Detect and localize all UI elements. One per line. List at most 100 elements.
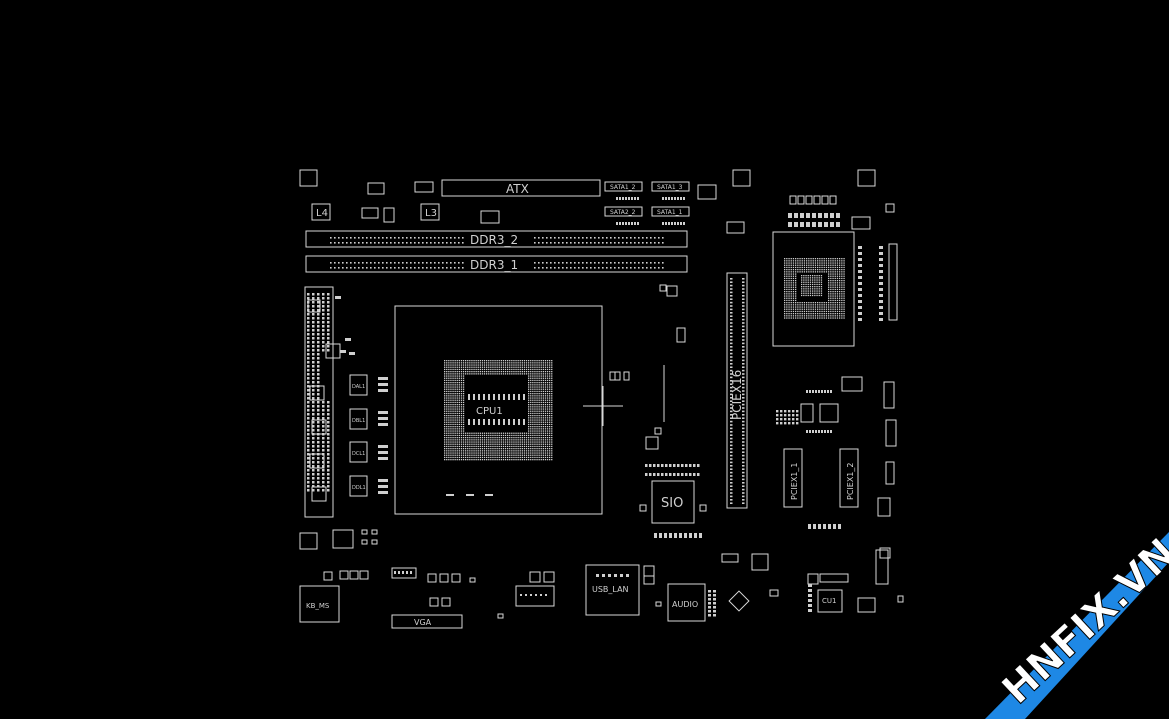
sata1-3-connector[interactable]: [651, 181, 690, 192]
pad: [742, 417, 745, 419]
pad: [742, 451, 745, 453]
pad: [528, 368, 530, 371]
pad: [742, 335, 745, 338]
header-connector[interactable]: [391, 567, 417, 579]
ic-small[interactable]: [383, 207, 395, 223]
pad: [450, 406, 452, 408]
pad: [382, 262, 384, 264]
crystal-diamond[interactable]: [728, 590, 750, 612]
pad: [452, 459, 454, 461]
audio-connector[interactable]: [667, 583, 706, 622]
pad: [444, 362, 446, 364]
pad: [350, 262, 352, 264]
pad: [708, 590, 711, 593]
pad: [532, 421, 534, 423]
pad: [546, 445, 549, 448]
pad: [307, 437, 310, 440]
chipset-outline[interactable]: [772, 231, 855, 347]
pciex1-1-slot[interactable]: [783, 448, 803, 508]
ddr3-2-slot[interactable]: [305, 230, 688, 248]
pad: [467, 373, 469, 375]
pad: [515, 364, 517, 366]
inductor-l4[interactable]: [311, 203, 331, 221]
vga-connector[interactable]: [391, 614, 463, 629]
pad: [808, 302, 810, 304]
pad: [546, 448, 549, 450]
cpu-socket-outline[interactable]: [394, 305, 603, 515]
ic-small[interactable]: [332, 529, 354, 549]
ic-small[interactable]: [726, 221, 745, 234]
ic-small[interactable]: [367, 182, 385, 195]
pad: [536, 393, 538, 395]
pciex16-slot[interactable]: [726, 272, 748, 509]
sio-chip[interactable]: [651, 480, 695, 524]
pciex16-pins: [730, 278, 745, 504]
pad: [828, 288, 830, 291]
ic-small[interactable]: [480, 210, 500, 224]
pad: [454, 437, 456, 439]
ic-small[interactable]: [414, 181, 434, 193]
pad: [394, 262, 396, 264]
ic-small[interactable]: [361, 207, 379, 219]
pad: [713, 598, 716, 601]
pad: [483, 439, 486, 441]
pad: [317, 485, 320, 488]
pad: [446, 406, 448, 408]
mosfet-ddl1[interactable]: [349, 475, 368, 497]
pad: [312, 449, 315, 452]
pad: [515, 439, 517, 441]
pad: [631, 222, 633, 225]
cu1-chip[interactable]: [817, 589, 843, 613]
pad: [523, 362, 526, 364]
pad: [834, 264, 836, 266]
pad: [500, 368, 502, 371]
pad: [797, 306, 799, 308]
usb-lan-connector[interactable]: [585, 564, 640, 616]
pad: [792, 264, 795, 266]
sata1-1-connector[interactable]: [651, 206, 690, 217]
header-connector[interactable]: [515, 585, 555, 607]
ic-small[interactable]: [697, 184, 717, 200]
pad: [788, 264, 790, 266]
pad: [528, 434, 530, 437]
pad: [799, 310, 801, 313]
ic-small[interactable]: [851, 216, 871, 230]
pad: [549, 459, 551, 461]
mosfet-dcl1[interactable]: [349, 441, 368, 463]
pad: [471, 452, 473, 454]
pad: [674, 533, 677, 538]
ddr3-1-slot[interactable]: [305, 255, 688, 273]
vga-label: VGA: [414, 618, 432, 627]
pad: [550, 262, 552, 264]
pad: [511, 371, 513, 373]
mosfet-dbl1[interactable]: [349, 408, 368, 430]
pad: [448, 375, 450, 377]
pad: [582, 237, 584, 239]
pad: [322, 329, 325, 332]
sata1-2-connector[interactable]: [604, 181, 643, 192]
pad: [814, 292, 816, 294]
pad: [742, 356, 745, 358]
pad: [839, 308, 841, 310]
pad: [812, 302, 814, 304]
mosfet-dal1[interactable]: [349, 374, 368, 396]
pad: [450, 397, 452, 399]
pad: [540, 448, 542, 450]
pad: [490, 452, 492, 454]
pad: [452, 419, 454, 421]
sata2-2-connector[interactable]: [604, 206, 643, 217]
inductor-l3[interactable]: [420, 203, 440, 221]
kb-ms-connector[interactable]: [299, 585, 340, 623]
pad: [536, 454, 538, 456]
pad: [507, 443, 509, 445]
pciex1-2-slot[interactable]: [839, 448, 859, 508]
atx-power-connector[interactable]: [441, 179, 601, 197]
pad: [521, 364, 523, 366]
pad: [812, 275, 814, 277]
pad: [540, 384, 542, 386]
pad: [536, 360, 538, 362]
pad: [327, 453, 330, 456]
pad: [814, 279, 816, 281]
